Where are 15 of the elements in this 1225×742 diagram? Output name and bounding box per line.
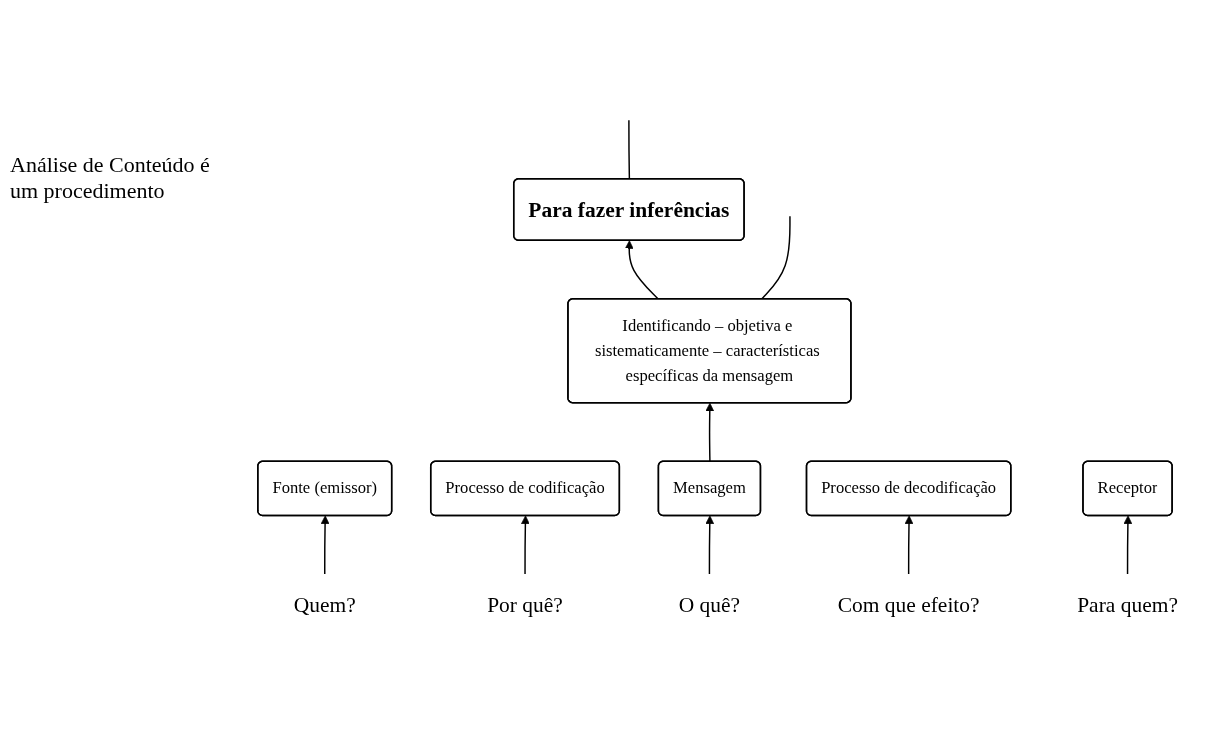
node-text: Para quem?	[1077, 592, 1178, 617]
connector	[628, 119, 631, 180]
connector	[760, 215, 791, 300]
node-text: Com que efeito?	[837, 592, 980, 617]
arrow	[705, 515, 715, 575]
arrow	[705, 402, 715, 463]
arrow	[320, 515, 330, 575]
arrow	[624, 240, 660, 300]
node-text: O quê?	[678, 592, 741, 617]
note-text: Análise de Conteúdo é um procedimento	[10, 152, 211, 204]
node-text: Quem?	[293, 592, 356, 617]
arrow	[1123, 515, 1133, 575]
arrow	[904, 515, 914, 575]
node-text: Por quê?	[487, 592, 563, 617]
arrow	[521, 515, 530, 575]
